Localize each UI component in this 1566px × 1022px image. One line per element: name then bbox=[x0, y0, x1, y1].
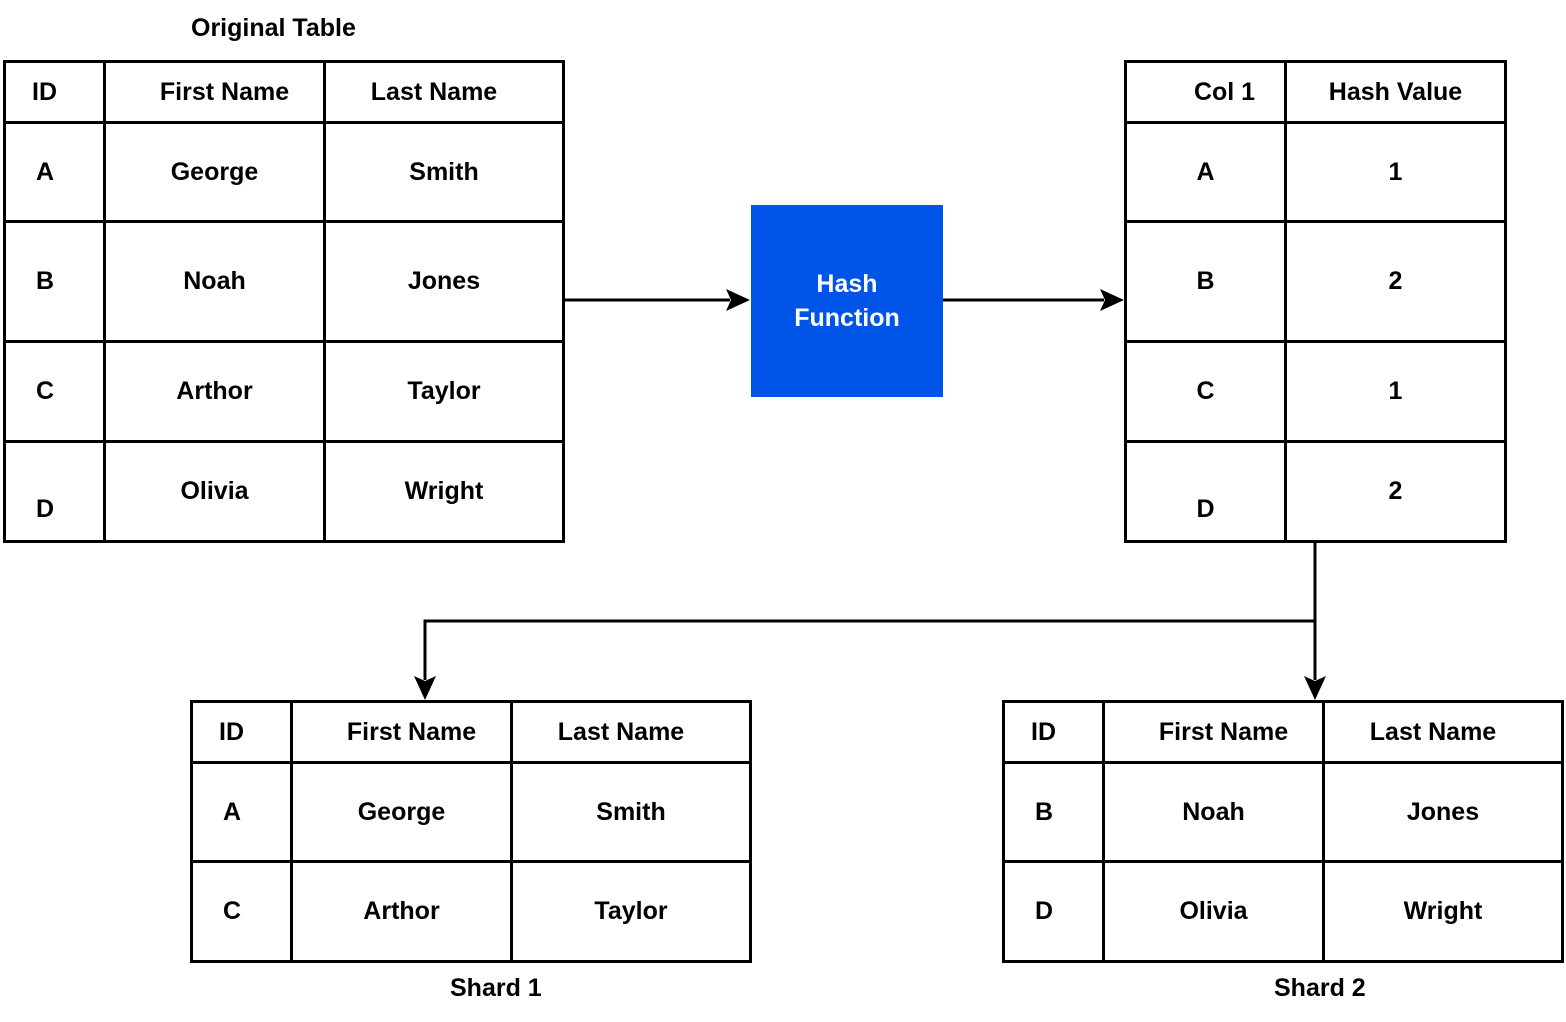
table-cell: C bbox=[1124, 340, 1287, 443]
table-cell: Wright bbox=[1322, 860, 1564, 963]
table-cell: Taylor bbox=[323, 340, 565, 443]
table-cell: 1 bbox=[1284, 121, 1507, 223]
table-cell: Smith bbox=[510, 761, 752, 863]
table-cell: 1 bbox=[1284, 340, 1507, 443]
table-cell: Jones bbox=[1322, 761, 1564, 863]
header-hash-value: Hash Value bbox=[1284, 60, 1507, 124]
header-last-name: Last Name bbox=[1322, 700, 1564, 764]
table-cell: Noah bbox=[103, 220, 326, 343]
table-cell: A bbox=[1124, 121, 1287, 223]
table-cell: D bbox=[3, 440, 106, 543]
arrowhead bbox=[726, 289, 750, 311]
header-last-name: Last Name bbox=[323, 60, 565, 124]
shard1-caption: Shard 1 bbox=[450, 974, 542, 1002]
header-first-name: First Name bbox=[103, 60, 326, 124]
table-cell: George bbox=[290, 761, 513, 863]
table-cell: B bbox=[3, 220, 106, 343]
table-cell: D bbox=[1124, 440, 1287, 543]
table-cell: C bbox=[190, 860, 293, 963]
header-id: ID bbox=[1002, 700, 1105, 764]
arrowhead bbox=[414, 676, 436, 700]
table-cell: B bbox=[1002, 761, 1105, 863]
header-last-name: Last Name bbox=[510, 700, 752, 764]
arrow-to-shard1 bbox=[423, 619, 1315, 680]
table-cell: Olivia bbox=[1102, 860, 1325, 963]
table-cell: D bbox=[1002, 860, 1105, 963]
hash-function-line1: Hash bbox=[816, 270, 878, 298]
header-first-name: First Name bbox=[290, 700, 513, 764]
table-cell: 2 bbox=[1284, 440, 1507, 543]
arrowhead bbox=[1100, 289, 1124, 311]
original-table-caption: Original Table bbox=[191, 14, 356, 42]
header-first-name: First Name bbox=[1102, 700, 1325, 764]
table-cell: A bbox=[3, 121, 106, 223]
hash-function-line2: Function bbox=[794, 304, 900, 332]
header-id: ID bbox=[190, 700, 293, 764]
hash-function-box: Hash Function bbox=[751, 205, 943, 397]
table-cell: Noah bbox=[1102, 761, 1325, 863]
table-cell: C bbox=[3, 340, 106, 443]
table-cell: Jones bbox=[323, 220, 565, 343]
header-col1: Col 1 bbox=[1124, 60, 1287, 124]
table-cell: Arthor bbox=[290, 860, 513, 963]
table-cell: Olivia bbox=[103, 440, 326, 543]
shard2-caption: Shard 2 bbox=[1274, 974, 1366, 1002]
table-cell: Arthor bbox=[103, 340, 326, 443]
table-cell: B bbox=[1124, 220, 1287, 343]
table-cell: Smith bbox=[323, 121, 565, 223]
arrowhead bbox=[1304, 676, 1326, 700]
table-cell: Wright bbox=[323, 440, 565, 543]
table-cell: 2 bbox=[1284, 220, 1507, 343]
table-cell: Taylor bbox=[510, 860, 752, 963]
table-cell: George bbox=[103, 121, 326, 223]
table-cell: A bbox=[190, 761, 293, 863]
header-id: ID bbox=[3, 60, 106, 124]
